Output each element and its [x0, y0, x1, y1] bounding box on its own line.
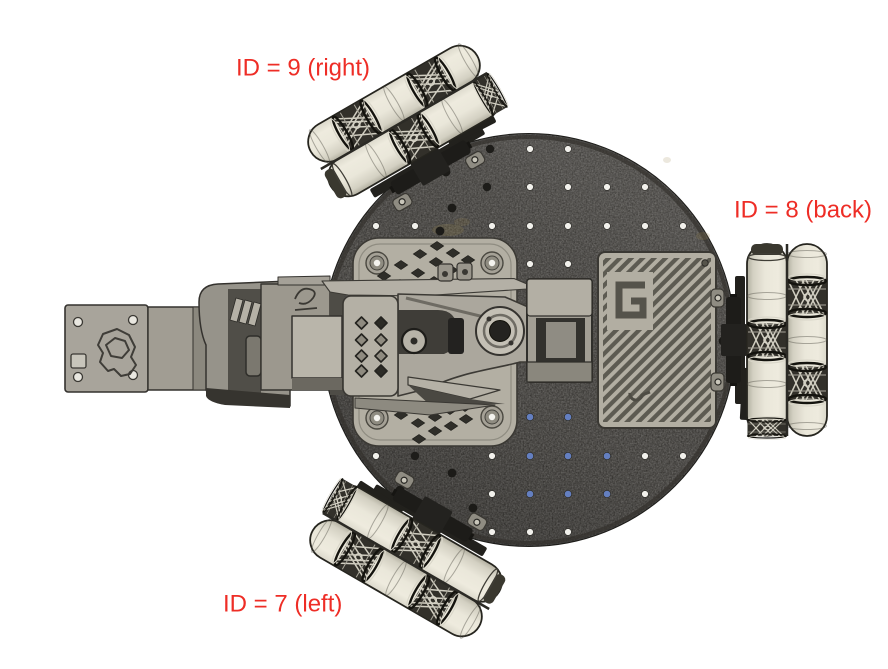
svg-text:ID = 8 (back): ID = 8 (back) — [734, 197, 872, 224]
svg-text:ID = 9 (right): ID = 9 (right) — [236, 55, 370, 82]
svg-text:ID = 7 (left): ID = 7 (left) — [223, 591, 342, 618]
